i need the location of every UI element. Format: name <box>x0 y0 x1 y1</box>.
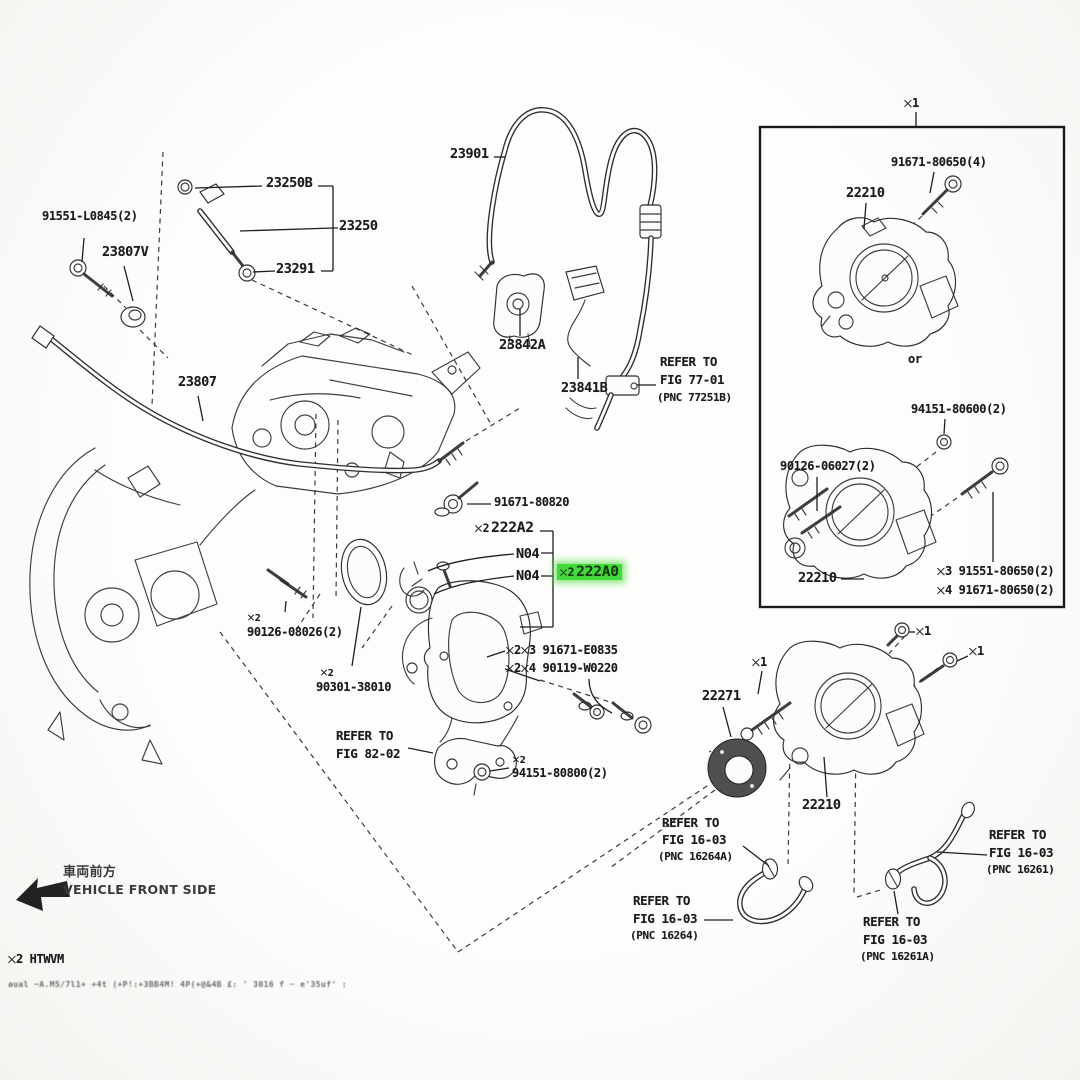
part-label-22210-box-top: 22210 <box>846 185 885 201</box>
part-label-n04-1: N04 <box>516 546 540 562</box>
part-label-91551-80650: 3 91551-80650(2) <box>937 564 1055 578</box>
part-label-91671-80650-4: 91671-80650(4) <box>891 155 987 169</box>
part-label-23842a: 23842A <box>499 337 546 353</box>
part-label-90126-08026: 90126-08026(2) <box>247 625 343 639</box>
part-number: 222A2 <box>491 520 534 536</box>
part-label-22210-lower: 22210 <box>802 797 841 813</box>
refer-pnc: (PNC 16261A) <box>860 950 935 963</box>
refer-line: REFER TO <box>336 728 394 743</box>
ref-mark-2: 2 <box>321 668 334 679</box>
part-label-23807v: 23807V <box>102 244 149 260</box>
ref-mark-2: 2 <box>475 522 490 535</box>
part-label-91671-80820: 91671-80820 <box>494 495 570 509</box>
part-label-91551-l0845: 91551-L0845(2) <box>42 209 138 223</box>
ref-mark-1: 1 <box>752 655 767 669</box>
refer-line: FIG 16-03 <box>662 832 727 847</box>
part-label-n04-2: N04 <box>516 568 540 584</box>
footnote-fine-print-illegible: aual ~A.M5/7l1+ +4t (+P!:+3BB4M! 4P(+@&4… <box>8 980 348 989</box>
part-label-22271: 22271 <box>702 688 741 704</box>
refer-line: REFER TO <box>660 354 718 369</box>
refer-line: REFER TO <box>662 815 720 830</box>
or-divider: or <box>908 352 922 366</box>
refer-pnc: (PNC 16261) <box>986 863 1055 876</box>
pump-assembly <box>340 538 543 743</box>
ref-mark-1: 1 <box>969 644 984 658</box>
refer-line: REFER TO <box>863 914 921 929</box>
ref-mark-1: 1 <box>916 624 931 638</box>
part-label-22210-box-bottom: 22210 <box>798 570 837 586</box>
stud-bolts-90126-08026 <box>266 568 308 599</box>
box-ref-mark-1: 1 <box>904 96 919 110</box>
part-label-94151-80800: 94151-80800(2) <box>512 766 608 780</box>
oring-22271 <box>707 738 767 798</box>
engine-assembly <box>231 327 481 495</box>
refer-line: FIG 16-03 <box>863 932 928 947</box>
ref-mark-2: 2 <box>560 566 575 579</box>
bracket-fig-82-02 <box>434 715 519 796</box>
part-label-23291: 23291 <box>276 261 315 277</box>
refer-pnc: (PNC 77251B) <box>657 391 732 404</box>
vehicle-front-label-jp: 車両前方 <box>63 865 117 880</box>
vehicle-front-label-en: VEHICLE FRONT SIDE <box>63 882 217 897</box>
refer-line: FIG 16-03 <box>633 911 698 926</box>
part-label-90126-06027: 90126-06027(2) <box>780 459 876 473</box>
reference-box <box>758 125 1066 609</box>
refer-line: FIG 16-03 <box>989 845 1054 860</box>
refer-pnc: (PNC 16264A) <box>658 850 733 863</box>
refer-line: REFER TO <box>989 827 1047 842</box>
fuel-pipe <box>31 325 465 474</box>
injector-group <box>69 179 256 328</box>
ref-mark-2: 2 <box>248 613 261 624</box>
lower-throttle-body <box>740 622 958 781</box>
refer-line: FIG 77-01 <box>660 372 725 387</box>
part-label-23901: 23901 <box>450 146 489 162</box>
part-label-23841b: 23841B <box>561 380 608 396</box>
part-label-23250b: 23250B <box>266 175 313 191</box>
front-direction-arrow-icon <box>16 878 70 911</box>
part-label-91671-80650-2: 4 91671-80650(2) <box>937 583 1055 597</box>
footnote-htwvm: 2 HTWVM <box>8 952 64 966</box>
part-label-23807: 23807 <box>178 374 217 390</box>
part-number: 222A0 <box>576 564 619 580</box>
bolt-91671-80820 <box>434 481 479 517</box>
refer-line: REFER TO <box>633 893 691 908</box>
leader-lines <box>81 112 994 921</box>
ref-mark-2: 2 <box>513 755 526 766</box>
pump-fasteners <box>572 692 652 734</box>
refer-pnc: (PNC 16264) <box>630 929 699 942</box>
part-label-94151-80600: 94151-80600(2) <box>911 402 1007 416</box>
part-label-90301-38010: 90301-38010 <box>316 680 392 694</box>
vapor-hose-group <box>474 107 662 431</box>
intake-manifold <box>29 447 256 765</box>
water-hoses <box>737 801 975 925</box>
part-label-23250: 23250 <box>339 218 378 234</box>
refer-line: FIG 82-02 <box>336 746 401 761</box>
